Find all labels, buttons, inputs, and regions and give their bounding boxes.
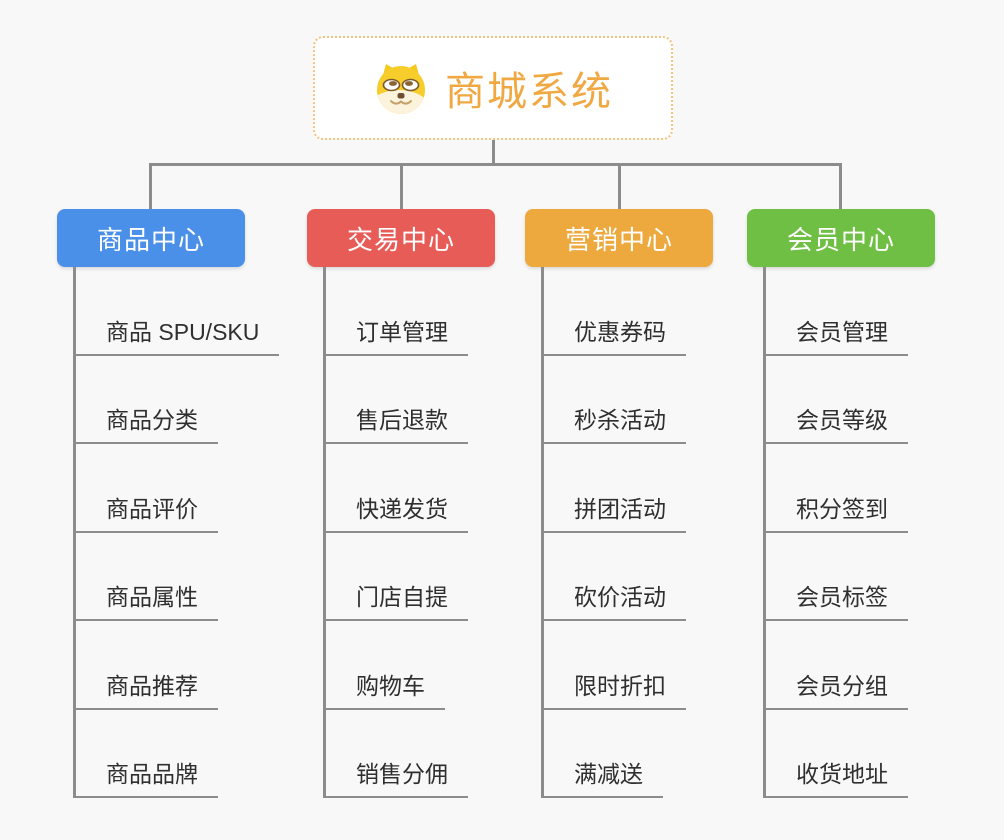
connector-drop-trade — [400, 163, 403, 209]
leaf-node[interactable]: 会员标签 — [766, 533, 935, 621]
leaf-node[interactable]: 快递发货 — [326, 444, 495, 533]
leaf-node[interactable]: 秒杀活动 — [544, 356, 713, 444]
connector-drop-marketing — [618, 163, 621, 209]
leaf-node[interactable]: 商品品牌 — [76, 710, 279, 798]
branch-children-member: 会员管理 会员等级 积分签到 会员标签 会员分组 收货地址 — [763, 267, 935, 798]
branch-column-product: 商品中心 商品 SPU/SKU 商品分类 商品评价 商品属性 商品推荐 商品品牌 — [57, 209, 280, 798]
branch-children-product: 商品 SPU/SKU 商品分类 商品评价 商品属性 商品推荐 商品品牌 — [73, 267, 280, 798]
connector-drop-member — [839, 163, 842, 209]
connector-trunk — [149, 163, 842, 166]
leaf-node[interactable]: 门店自提 — [326, 533, 495, 621]
branch-node-member[interactable]: 会员中心 — [747, 209, 935, 267]
leaf-node[interactable]: 购物车 — [326, 621, 495, 710]
branch-column-member: 会员中心 会员管理 会员等级 积分签到 会员标签 会员分组 收货地址 — [747, 209, 935, 798]
leaf-node[interactable]: 限时折扣 — [544, 621, 713, 710]
branch-column-marketing: 营销中心 优惠券码 秒杀活动 拼团活动 砍价活动 限时折扣 满减送 — [525, 209, 713, 798]
leaf-node[interactable]: 售后退款 — [326, 356, 495, 444]
leaf-node[interactable]: 拼团活动 — [544, 444, 713, 533]
connector-drop-product — [149, 163, 152, 209]
connector-root-stem — [492, 140, 495, 166]
leaf-node[interactable]: 会员分组 — [766, 621, 935, 710]
leaf-node[interactable]: 积分签到 — [766, 444, 935, 533]
leaf-node[interactable]: 商品 SPU/SKU — [76, 267, 280, 356]
leaf-node[interactable]: 满减送 — [544, 710, 713, 798]
leaf-node[interactable]: 会员管理 — [766, 267, 935, 356]
leaf-node[interactable]: 砍价活动 — [544, 533, 713, 621]
branch-node-trade[interactable]: 交易中心 — [307, 209, 495, 267]
leaf-node[interactable]: 会员等级 — [766, 356, 935, 444]
leaf-node[interactable]: 销售分佣 — [326, 710, 495, 798]
branch-column-trade: 交易中心 订单管理 售后退款 快递发货 门店自提 购物车 销售分佣 — [307, 209, 495, 798]
branch-children-trade: 订单管理 售后退款 快递发货 门店自提 购物车 销售分佣 — [323, 267, 495, 798]
root-title: 商城系统 — [445, 70, 613, 114]
branch-node-marketing[interactable]: 营销中心 — [525, 209, 713, 267]
branch-children-marketing: 优惠券码 秒杀活动 拼团活动 砍价活动 限时折扣 满减送 — [541, 267, 713, 798]
leaf-node[interactable]: 商品分类 — [76, 356, 279, 444]
leaf-node[interactable]: 商品推荐 — [76, 621, 279, 710]
leaf-node[interactable]: 优惠券码 — [544, 267, 713, 356]
leaf-node[interactable]: 订单管理 — [326, 267, 495, 356]
leaf-node[interactable]: 商品评价 — [76, 444, 279, 533]
branch-node-product[interactable]: 商品中心 — [57, 209, 245, 267]
dog-face-icon — [373, 62, 429, 114]
leaf-node[interactable]: 收货地址 — [766, 710, 935, 798]
leaf-node[interactable]: 商品属性 — [76, 533, 279, 621]
root-node[interactable]: 商城系统 — [313, 36, 673, 140]
